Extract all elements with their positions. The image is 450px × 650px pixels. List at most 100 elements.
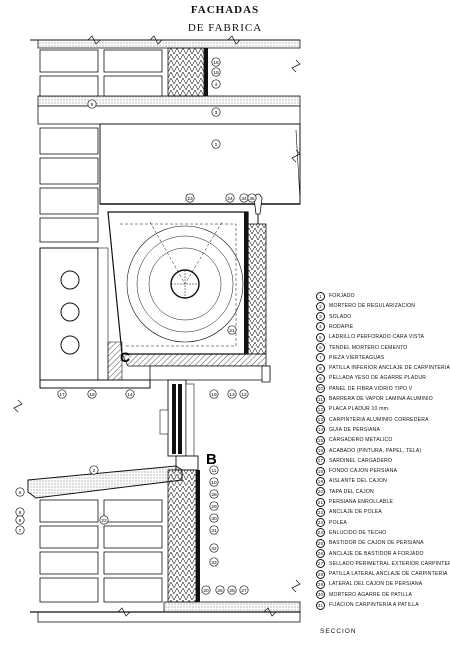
- legend-text: BASTIDOR DE CAJON DE PERSIANA: [329, 540, 424, 547]
- callout-circle: [87, 389, 97, 399]
- legend-text: RODAPIE: [329, 323, 354, 330]
- callout-label: 24: [227, 196, 233, 202]
- legend-text: CARGADERO METALICO: [329, 437, 393, 444]
- callout-label: 8: [19, 518, 22, 524]
- legend-text: PLACA PLADUR 10 mm.: [329, 406, 390, 413]
- legend-item: 27 SELLADO PERIMETRAL EXTERIOR CARPINTERI…: [316, 559, 450, 569]
- callout-label: 35: [249, 196, 255, 202]
- legend-text: ACABADO (PINTURA, PAPEL, TELA): [329, 447, 422, 454]
- legend-text: PERSIANA ENROLLABLE: [329, 499, 394, 505]
- legend-text: TAPA DEL CAJON: [329, 488, 374, 495]
- legend-number: 1: [316, 291, 325, 301]
- legend-number: 5: [316, 332, 325, 342]
- callout-label: 34: [241, 196, 247, 202]
- legend-text: POLEA: [329, 519, 347, 526]
- legend-text: PANEL DE FIBRA VIDRIO TIPO V: [329, 385, 413, 392]
- callout-label: 31: [211, 528, 217, 534]
- callout-label: 18: [89, 392, 95, 398]
- legend-number: 25: [316, 538, 325, 548]
- legend-item: 22 ANCLAJE DE POLEA: [316, 507, 382, 517]
- callout-circle: [215, 585, 225, 595]
- upper-inner-lining: [167, 47, 208, 97]
- legend-number: 14: [316, 425, 325, 435]
- callout-circle: [209, 389, 219, 399]
- legend-text: AISLANTE DEL CAJON: [329, 478, 388, 485]
- legend-text: TENDEL MORTERO CEMENTO: [329, 344, 408, 351]
- legend-text: MORTERO AGARRE DE PATILLA: [329, 591, 413, 598]
- callout-label: 25: [229, 588, 235, 594]
- legend-number: 6: [316, 343, 325, 352]
- legend-number: 7: [316, 353, 325, 363]
- legend-text: SELLADO PERIMETRAL EXTERIOR CARPINTERIA: [329, 560, 450, 567]
- legend-number: 27: [316, 559, 325, 569]
- legend-number: 30: [316, 590, 325, 600]
- legend-text: ANCLAJE DE POLEA: [329, 509, 383, 516]
- legend-number: 22: [316, 507, 325, 517]
- legend-number: 12: [316, 404, 325, 414]
- callout-circle: [227, 325, 237, 335]
- callout-circle: [209, 543, 219, 553]
- legend-number: 10: [316, 384, 325, 394]
- callout-circle: [87, 99, 97, 109]
- callout-label: 19: [211, 392, 217, 398]
- callout-circle: [209, 557, 219, 567]
- callout-label: 21: [229, 328, 235, 334]
- shutter-box: [107, 193, 271, 383]
- legend-text: ENLUCIDO DE TECHO: [329, 529, 387, 536]
- sheet-title: FACHADAS: [190, 4, 260, 16]
- legend-number: 16: [316, 446, 325, 455]
- callout-circle: [89, 465, 99, 475]
- legend-number: 29: [316, 579, 325, 589]
- callout-label: 7: [19, 528, 22, 534]
- legend-number: 13: [316, 415, 325, 425]
- callout-circle: [15, 515, 25, 525]
- legend-number: 26: [316, 549, 325, 558]
- callout-circle: [125, 389, 135, 399]
- callout-circle: [227, 389, 237, 399]
- callout-label: 23: [187, 196, 193, 202]
- legend-item: 16 ACABADO (PINTURA, PAPEL, TELA): [316, 446, 421, 456]
- legend-text: PELLADA YESO DE AGARRE PLADUR: [329, 375, 427, 382]
- callout-label: 4: [215, 82, 218, 88]
- callout-label: 10: [211, 480, 217, 486]
- callout-circle: [239, 585, 249, 595]
- callout-circle: [57, 389, 67, 399]
- legend-item: 3 SOLADO: [316, 312, 351, 322]
- legend-number: 19: [316, 476, 325, 486]
- legend-text: FIJACION CARPINTERIA A PATILLA: [329, 602, 419, 608]
- legend-text: SOLADO: [329, 313, 352, 320]
- lower-brick-wall: [39, 469, 200, 603]
- callout-circle: [239, 389, 249, 399]
- legend-number: 18: [316, 466, 325, 476]
- callout-circle: [211, 79, 221, 89]
- callout-circle: [209, 525, 219, 535]
- callout-label: 32: [211, 546, 217, 552]
- legend-text: FONDO CAJON PERSIANA: [329, 468, 398, 475]
- callout-circle: [209, 513, 219, 523]
- callout-circle: [211, 139, 221, 149]
- callout-circle: [211, 57, 221, 67]
- legend-item: 12 PLACA PLADUR 10 mm.: [316, 404, 390, 414]
- legend-number: 20: [316, 487, 325, 497]
- legend-number: 3: [316, 312, 325, 322]
- legend-number: 11: [316, 394, 325, 404]
- callout-label: 33: [211, 560, 217, 566]
- callout-circle: [209, 489, 219, 499]
- legend-item: 30 MORTERO AGARRE DE PATILLA: [316, 590, 412, 600]
- legend-text: BARRERA DE VAPOR LAMINA ALUMINIO: [329, 396, 433, 402]
- window-frame: B: [159, 379, 217, 471]
